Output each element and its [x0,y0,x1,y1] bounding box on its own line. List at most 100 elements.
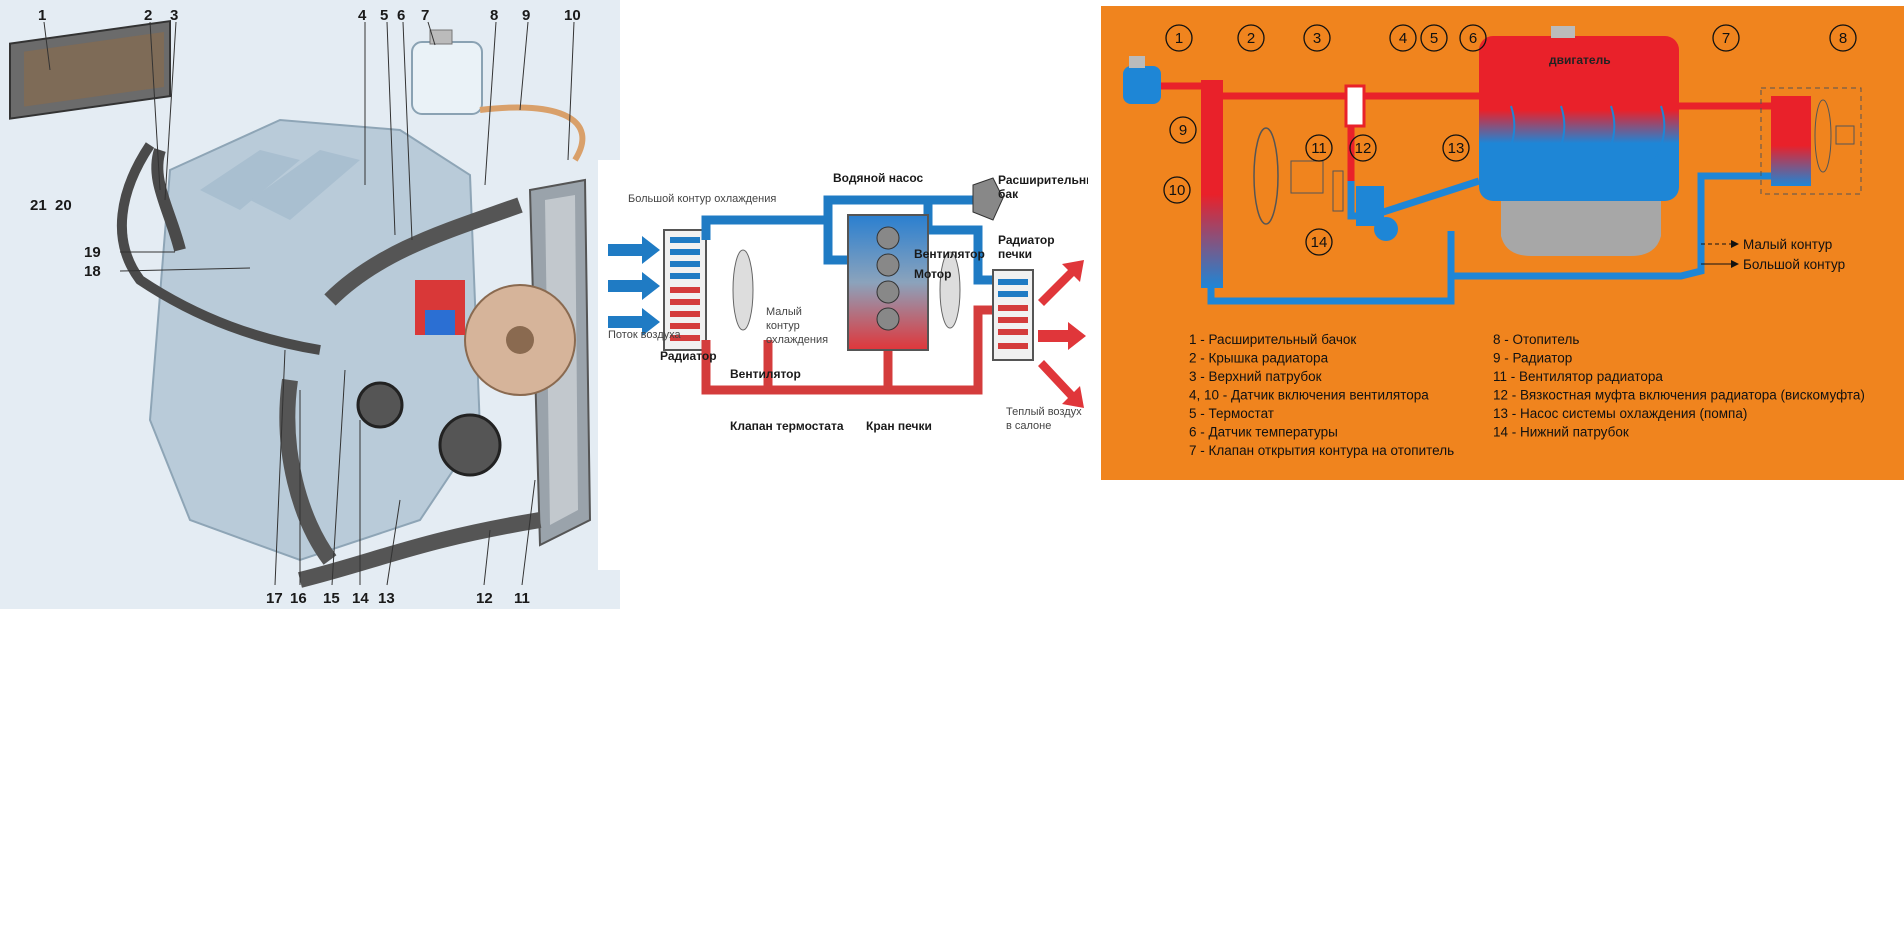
legend-item: 9 - Радиатор [1493,351,1572,366]
callout-number-7: 7 [1722,30,1730,47]
callout-19: 19 [84,244,101,261]
callout-number-4: 4 [1399,30,1407,47]
heater-core [9,19,171,120]
callout-9: 9 [522,7,530,24]
legend-item: 7 - Клапан открытия контура на отопитель [1189,443,1454,458]
label-water-pump: Водяной насос [833,171,924,185]
callout-number-11: 11 [1311,140,1327,157]
callout-5: 5 [380,7,388,24]
legend-item: 8 - Отопитель [1493,332,1579,347]
cooling-circuit-diagram: Большой контур охлаждения Водяной насос … [598,160,1088,570]
label-radiator: Радиатор [660,349,717,363]
callout-circle-14 [1305,228,1333,256]
intake-manifold-2 [250,150,360,220]
label-fan-right: Вентилятор [914,247,985,261]
callout-2: 2 [144,7,152,24]
callout-circle-12 [1349,134,1377,162]
label-motor: Мотор [914,267,951,281]
right-fan [939,251,961,329]
cooling-scheme-legend: двигатель [1101,6,1904,480]
callout-14: 14 [352,590,369,607]
intake-manifold [200,150,300,210]
expansion-tank [411,41,483,115]
callout-20: 20 [55,197,72,214]
callout-1: 1 [38,7,46,24]
callout-circle-4 [1389,24,1417,52]
thermostat-shape [1344,84,1366,128]
tank-hose [479,104,586,162]
heater-shape [1771,96,1811,186]
pulley [438,413,502,477]
cold-pipes [1207,172,1771,305]
callout-10: 10 [564,7,581,24]
callout-8: 8 [490,7,498,24]
legend-item: 12 - Вязкостная муфта включения радиатор… [1493,388,1865,403]
callout-number-12: 12 [1355,140,1372,157]
callout-17: 17 [266,590,283,607]
callout-circle-13 [1442,134,1470,162]
label-exp-tank-2: бак [998,187,1019,201]
callout-number-1: 1 [1175,30,1183,47]
callout-number-10: 10 [1169,182,1186,199]
callout-circle-8 [1829,24,1857,52]
callout-lines [43,21,575,586]
hot-pipe-bottom [701,340,888,395]
callout-3: 3 [170,7,178,24]
legend-item: 11 - Вентилятор радиатора [1493,369,1663,384]
label-warm-2: в салоне [1006,420,1051,432]
air-inlet-arrows [608,236,660,336]
callout-number-13: 13 [1448,140,1465,157]
legend-item: 4, 10 - Датчик включения вентилятора [1189,388,1429,403]
label-fan-left: Вентилятор [730,367,801,381]
heater-box [1760,87,1862,195]
callout-circle-11 [1305,134,1333,162]
legend-item: 3 - Верхний патрубок [1189,369,1322,384]
callout-number-8: 8 [1839,30,1847,47]
label-heater-tap: Кран печки [866,419,932,433]
callout-circle-2 [1237,24,1265,52]
legend-big: Большой контур [1743,257,1845,272]
expansion-tank-shape [1123,66,1161,104]
callout-11: 11 [514,590,530,607]
label-thermostat-valve: Клапан термостата [730,419,844,433]
label-big-circuit: Большой контур охлаждения [628,193,776,205]
label-small-2: контур [766,320,800,332]
legend-item: 6 - Датчик температуры [1189,425,1338,440]
callout-circle-7 [1712,24,1740,52]
callout-number-6: 6 [1469,30,1477,47]
radiator-fan [1253,127,1279,225]
callout-number-3: 3 [1313,30,1321,47]
cold-pipe-top [701,215,828,240]
legend-item: 5 - Термостат [1189,406,1274,421]
callout-6: 6 [397,7,405,24]
heater-radiator [992,269,1034,361]
label-air-flow: Поток воздуха [608,329,681,341]
label-heater-rad-1: Радиатор [998,233,1055,247]
radiator-shape [1201,80,1223,288]
callout-16: 16 [290,590,307,607]
legend-item: 1 - Расширительный бачок [1189,332,1356,347]
label-small-1: Малый [766,306,802,318]
callout-15: 15 [323,590,340,607]
heater-hose [116,142,321,355]
callout-circle-10 [1163,176,1191,204]
scheme-drawing: двигатель [1123,24,1865,458]
label-small-3: охлаждения [766,334,828,346]
callout-circle-6 [1459,24,1487,52]
callout-12: 12 [476,590,493,607]
callout-number-9: 9 [1179,122,1187,139]
upper-hose [324,197,523,306]
left-fan [732,249,754,331]
engine-cooling-illustration: 1 2 3 4 5 6 7 8 9 10 21 20 19 18 17 16 1… [0,0,620,609]
callout-number-14: 14 [1311,234,1328,251]
callout-7: 7 [421,7,429,24]
legend-item: 2 - Крышка радиатора [1189,351,1329,366]
label-warm-1: Теплый воздух [1006,406,1082,418]
hot-pipes [1161,81,1771,181]
main-radiator [663,229,707,351]
callout-circle-9 [1169,116,1197,144]
callout-13: 13 [378,590,395,607]
legend-right-column: 8 - Отопитель 9 - Радиатор 11 - Вентилятор… [1493,332,1865,440]
engine-drawing: 1 2 3 4 5 6 7 8 9 10 21 20 19 18 17 16 1… [9,7,592,607]
legend-item: 14 - Нижний патрубок [1493,425,1629,440]
